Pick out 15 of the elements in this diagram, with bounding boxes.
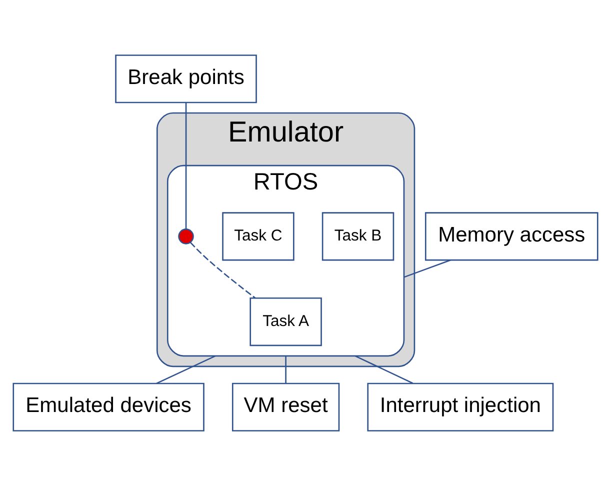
connector xyxy=(354,355,414,384)
node-box: Break points xyxy=(115,54,257,104)
node-box: Memory access xyxy=(424,212,598,261)
connector xyxy=(404,260,451,278)
node-circle xyxy=(178,228,194,244)
node-box: VM reset xyxy=(232,382,340,432)
connector xyxy=(185,102,187,230)
node-box: Emulated devices xyxy=(12,382,204,432)
connector xyxy=(156,355,216,384)
node-box: Interrupt injection xyxy=(367,382,554,432)
node-box: Task A xyxy=(250,297,322,346)
node-box: Task B xyxy=(322,212,394,261)
connector xyxy=(190,242,256,299)
node-box: Task C xyxy=(222,212,294,261)
connector xyxy=(285,356,286,384)
